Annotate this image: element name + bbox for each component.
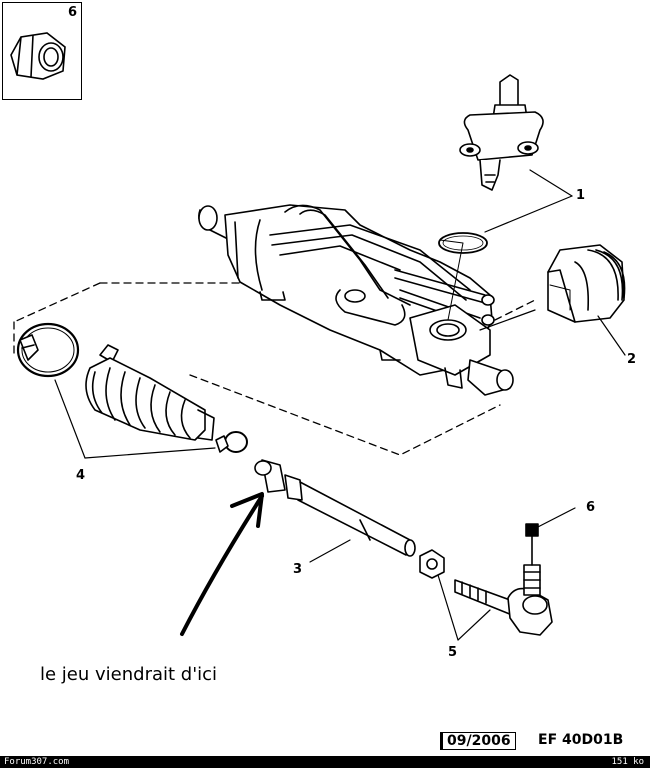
inset-label: 6: [67, 5, 77, 20]
callout-6: 6: [586, 500, 596, 515]
small-clip: [215, 431, 248, 453]
reference-code: EF 40D01B: [538, 732, 624, 748]
annotation-text: le jeu viendrait d'ici: [40, 664, 218, 685]
nut: [419, 549, 445, 579]
footer-site: Forum307.com: [4, 757, 70, 767]
callout-3: 3: [293, 562, 303, 577]
tie-rod-end: [454, 523, 553, 636]
tie-rod: [254, 459, 416, 557]
inset-detail-box: 6: [2, 2, 82, 100]
pinion-housing: [459, 74, 544, 191]
nut-detail-icon: [10, 32, 66, 80]
callout-1: 1: [576, 188, 586, 203]
annotation-arrow: [180, 492, 264, 636]
bushing: [547, 244, 626, 323]
o-ring: [438, 232, 488, 254]
rubber-boot: [85, 344, 215, 441]
reference-date: 09/2006: [440, 732, 516, 750]
footer-size: 151 ko: [611, 757, 644, 767]
clamp-collar: [16, 322, 80, 378]
callout-2: 2: [627, 352, 637, 367]
footer-bar: Forum307.com 151 ko: [0, 756, 650, 768]
callout-4: 4: [76, 468, 86, 483]
steering-rack-housing: [198, 204, 514, 396]
callout-5: 5: [448, 645, 458, 660]
leader-lines: [54, 169, 626, 641]
